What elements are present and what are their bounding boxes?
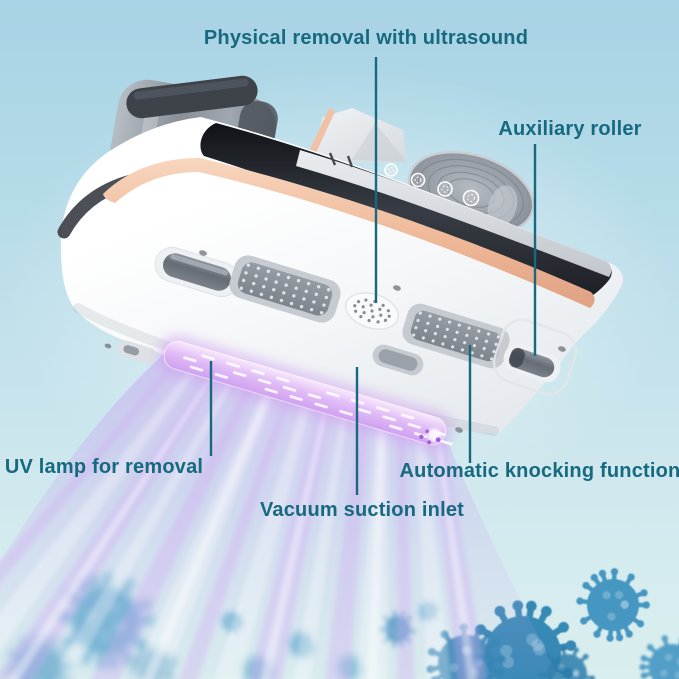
annotation-uv-lamp: UV lamp for removal	[4, 456, 204, 478]
uv-end-glow-dots	[419, 429, 441, 445]
uv-light-rays	[0, 352, 560, 679]
suction-inlet-housing	[372, 344, 424, 376]
latch-tab	[117, 340, 157, 364]
front-roller	[154, 246, 240, 298]
virus-icon	[639, 635, 679, 679]
rose-gold-trim	[103, 158, 595, 308]
annotation-vacuum-inlet: Vacuum suction inlet	[259, 499, 465, 521]
knock-pad-2	[402, 303, 510, 369]
annotation-auxiliary-roller: Auxiliary roller	[498, 118, 642, 140]
uv-lamp-strip	[157, 335, 453, 451]
control-panel-icons	[328, 152, 480, 207]
annotation-knocking: Automatic knocking function	[399, 460, 679, 482]
screw-holes	[104, 250, 566, 433]
virus-icon	[538, 645, 596, 679]
leader-lines	[209, 57, 537, 495]
annotation-ultrasound: Physical removal with ultrasound	[203, 27, 529, 49]
handle-neck	[309, 108, 407, 163]
ultrasound-emitter	[344, 292, 400, 330]
virus-icon	[576, 568, 650, 642]
auxiliary-roller	[492, 318, 578, 396]
knock-pad-1	[229, 255, 341, 323]
